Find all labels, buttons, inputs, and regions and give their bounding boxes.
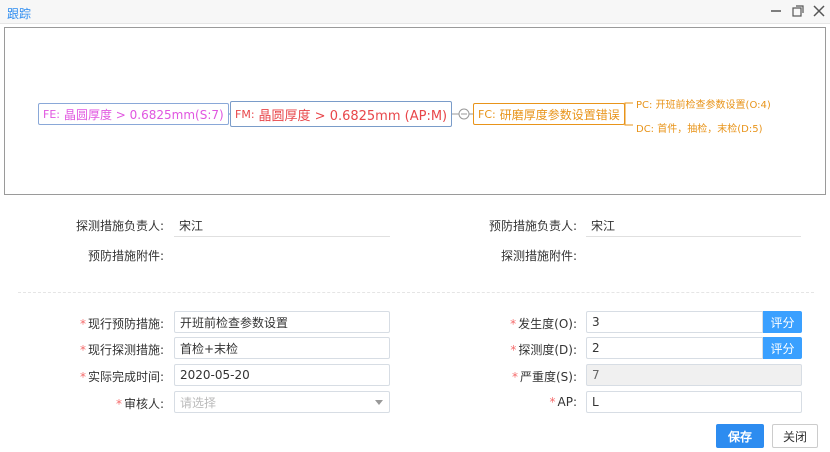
fe-prefix: FE:	[43, 107, 60, 121]
actual-done-time-value: 2020-05-20	[180, 368, 250, 382]
fm-prefix: FM:	[235, 107, 255, 121]
current-prevention-value: 开班前检查参数设置	[180, 315, 289, 330]
current-detection-label: *现行探测措施:	[80, 341, 164, 358]
prevention-control-leaf[interactable]: PC: 开班前检查参数设置(O:4)	[636, 100, 771, 111]
occurrence-label-text: 发生度(O):	[518, 317, 577, 331]
close-button[interactable]: 关闭	[772, 424, 818, 448]
detect-attachment-label: 探测措施附件:	[500, 249, 577, 263]
failure-effect-node[interactable]: FE: 晶圆厚度 > 0.6825mm(S:7)	[38, 103, 229, 125]
prevent-attachment-label: 预防措施附件:	[87, 249, 164, 263]
section-divider	[18, 292, 814, 293]
current-prevention-label: *现行预防措施:	[80, 315, 164, 332]
fc-text: 研磨厚度参数设置错误	[499, 107, 620, 122]
reviewer-placeholder: 请选择	[180, 395, 217, 410]
failure-mode-node[interactable]: FM: 晶圆厚度 > 0.6825mm (AP:M)	[230, 101, 453, 127]
ap-label: *AP:	[550, 395, 578, 409]
prevent-owner-value: 宋江	[591, 219, 616, 233]
ap-input[interactable]: L	[586, 391, 802, 413]
current-detection-value: 首检+末检	[180, 341, 239, 356]
prevent-owner-label: 预防措施负责人:	[488, 219, 577, 233]
maximize-icon[interactable]	[790, 3, 806, 19]
reviewer-label-text: 审核人:	[123, 397, 164, 411]
minimize-icon[interactable]	[768, 3, 784, 19]
ap-value: L	[592, 395, 599, 409]
actual-done-time-input[interactable]: 2020-05-20	[174, 364, 390, 386]
required-mark: *	[79, 343, 86, 357]
occurrence-label: *发生度(O):	[510, 315, 577, 332]
reviewer-select[interactable]: 请选择	[174, 391, 390, 413]
actual-done-time-label-text: 实际完成时间:	[87, 370, 164, 384]
save-button[interactable]: 保存	[716, 424, 764, 448]
failure-cause-node[interactable]: FC: 研磨厚度参数设置错误	[473, 103, 625, 125]
required-mark: *	[510, 317, 517, 331]
close-icon[interactable]	[811, 3, 827, 19]
detect-owner-underline	[174, 236, 390, 237]
window-title: 跟踪	[7, 7, 32, 21]
required-mark: *	[549, 395, 556, 409]
fe-text: 晶圆厚度 > 0.6825mm(S:7)	[63, 107, 224, 122]
fm-text: 晶圆厚度 > 0.6825mm (AP:M)	[258, 108, 448, 124]
ap-label-text: AP:	[557, 395, 578, 409]
chevron-down-icon	[375, 400, 383, 405]
actual-done-time-label: *实际完成时间:	[80, 368, 164, 385]
occurrence-input[interactable]: 3	[586, 311, 763, 333]
required-mark: *	[115, 397, 122, 411]
prevent-owner-underline	[586, 236, 801, 237]
detect-owner-label: 探测措施负责人:	[75, 219, 164, 233]
occurrence-value: 3	[592, 315, 600, 329]
current-prevention-label-text: 现行预防措施:	[87, 317, 164, 331]
current-detection-input[interactable]: 首检+末检	[174, 337, 390, 359]
current-detection-label-text: 现行探测措施:	[87, 343, 164, 357]
detection-input[interactable]: 2	[586, 337, 763, 359]
severity-value: 7	[592, 368, 600, 382]
detection-label-text: 探测度(D):	[518, 343, 577, 357]
severity-input: 7	[586, 364, 802, 386]
detection-control-leaf[interactable]: DC: 首件，抽检，末检(D:5)	[636, 124, 763, 135]
required-mark: *	[79, 317, 86, 331]
fc-prefix: FC:	[478, 107, 496, 121]
required-mark: *	[511, 370, 518, 384]
detection-score-button[interactable]: 评分	[763, 337, 802, 359]
occurrence-score-button[interactable]: 评分	[763, 311, 802, 333]
failure-chain-diagram: FE: 晶圆厚度 > 0.6825mm(S:7) FM: 晶圆厚度 > 0.68…	[4, 27, 826, 195]
required-mark: *	[510, 343, 517, 357]
required-mark: *	[79, 370, 86, 384]
detection-label: *探测度(D):	[510, 341, 577, 358]
reviewer-label: *审核人:	[116, 395, 164, 412]
current-prevention-input[interactable]: 开班前检查参数设置	[174, 311, 390, 333]
severity-label-text: 严重度(S):	[519, 370, 577, 384]
window-titlebar: 跟踪	[0, 0, 830, 24]
detection-value: 2	[592, 341, 600, 355]
severity-label: *严重度(S):	[512, 368, 577, 385]
detect-owner-value: 宋江	[179, 219, 204, 233]
